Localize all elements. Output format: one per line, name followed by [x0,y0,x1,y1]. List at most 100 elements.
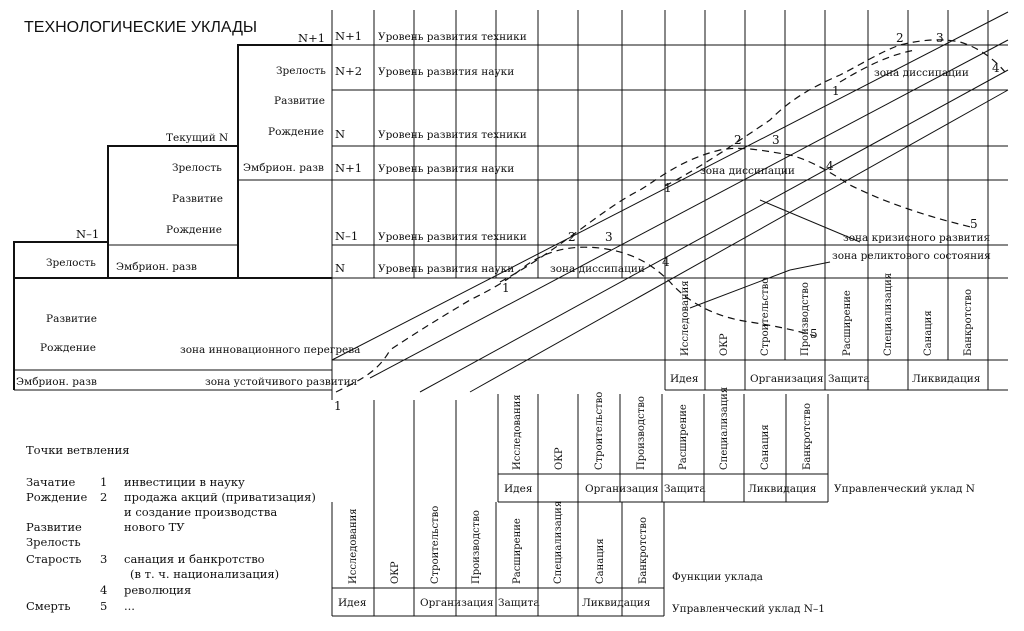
bot-func-bankrotstvo: Банкротство [638,517,649,584]
point-3-top: 3 [936,31,944,45]
zone-innovation: зона инновационного перегрева [180,344,360,356]
legend-row-0-num: 1 [100,475,107,489]
level-rows: N+1 Уровень развития техники N+2 Уровень… [335,29,527,275]
legend-row-1-stage: Рождение [26,490,87,504]
stair-n-minus-1-label: N–1 [76,227,99,241]
point-5-mid: 5 [970,217,978,231]
mid-func-specializaciya: Специализация [719,387,730,470]
upper-func-proizvodstvo: Производство [800,282,811,356]
bot-func-proizvodstvo: Производство [471,510,482,584]
zone-relict: зона реликтового состояния [832,250,991,262]
stage-mid-zrelost: Зрелость [172,162,222,174]
stage-mid-razvitie: Развитие [172,193,223,205]
legend-row-4-stage: Зрелость [26,535,81,549]
point-2-top: 2 [896,31,904,45]
bot-group-zashchita: Защита [498,597,540,609]
zone-dissipation-top: зона диссипации [874,67,969,79]
bot-func-sanaciya: Санация [595,538,606,584]
branch-points-legend: Точки ветвления Зачатие 1 инвестиции в н… [26,443,316,613]
legend-row-1-desc: продажа акций (приватизация) [124,490,316,504]
upper-func-rasshirenie: Расширение [842,290,853,356]
upper-group-ideya: Идея [670,373,699,385]
legend-row-8-num: 5 [100,599,107,613]
stair-inner-lines [14,179,332,391]
legend-row-8-stage: Смерть [26,599,71,613]
level-1-text: Уровень развития науки [378,66,514,78]
level-5-text: Уровень развития науки [378,263,514,275]
bot-func-stroitelstvo: Строительство [430,506,441,584]
level-4-text: Уровень развития техники [378,231,527,243]
middle-functions: Исследования ОКР Строительство Производс… [512,387,813,470]
bottom-table-grid [331,502,665,617]
mid-func-okr: ОКР [554,447,565,470]
point-3-mid: 3 [772,133,780,147]
level-3-code: N+1 [335,161,362,175]
stage-low-embrion: Эмбрион. разв [16,376,97,388]
middle-groups: Идея Организация Защита Ликвидация [504,483,817,495]
stage-top-rozhdenie: Рождение [268,126,324,138]
bot-func-specializaciya: Специализация [553,501,564,584]
point-3-lower: 3 [605,230,613,244]
point-1-origin: 1 [334,399,342,413]
diagram-title: ТЕХНОЛОГИЧЕСКИЕ УКЛАДЫ [24,19,257,36]
stage-mid-embrion: Эмбрион. разв [116,261,197,273]
point-4-top: 4 [992,61,1000,75]
legend-heading: Точки ветвления [26,443,130,457]
stair-n-plus-1-label: N+1 [298,31,325,45]
stage-top-zrelost: Зрелость [276,65,326,77]
legend-row-6-desc: (в т. ч. национализация) [130,567,279,581]
point-numbers: 1 2 3 4 5 1 2 3 4 5 1 2 3 4 1 [334,31,1000,413]
legend-row-1-num: 2 [100,490,107,504]
upper-func-sanaciya: Санация [923,310,934,356]
stair-n-outline [107,145,238,278]
point-1-top: 1 [832,84,840,98]
legend-row-7-num: 4 [100,583,107,597]
upper-groups: Идея Организация Защита Ликвидация [670,373,981,385]
bot-group-ideya: Идея [338,597,367,609]
legend-row-5-num: 3 [100,552,107,566]
point-4-mid: 4 [826,159,834,173]
legend-row-0-stage: Зачатие [26,475,76,489]
bot-group-likvidaciya: Ликвидация [582,597,651,609]
stage-low-zrelost: Зрелость [46,257,96,269]
stair-n-minus-1-outline [13,241,108,390]
legend-row-2-desc: и создание производства [124,505,277,519]
legend-row-5-desc: санация и банкротство [124,552,265,566]
stair-current-n-label: Текущий N [166,132,228,144]
level-0-code: N+1 [335,29,362,43]
mid-group-organizaciya: Организация [585,483,659,495]
mid-func-proizvodstvo: Производство [636,396,647,470]
uklad-n-label: Управленческий уклад N [834,483,975,495]
legend-row-7-desc: революция [124,583,191,597]
level-0-text: Уровень развития техники [378,31,527,43]
stage-low-razvitie: Развитие [46,313,97,325]
upper-group-organizaciya: Организация [750,373,824,385]
zone-lines [689,199,861,309]
point-1-mid: 1 [664,181,672,195]
upper-group-zashchita: Защита [828,373,870,385]
bottom-functions: Исследования ОКР Строительство Производс… [348,501,649,584]
stage-top-embrion: Эмбрион. разв [243,162,324,174]
level-2-code: N [335,127,345,141]
mid-func-stroitelstvo: Строительство [594,392,605,470]
staircase [13,44,332,390]
level-5-code: N [335,261,345,275]
mid-group-zashchita: Защита [664,483,706,495]
mid-func-sanaciya: Санация [760,424,771,470]
level-1-code: N+2 [335,64,362,78]
mid-func-bankrotstvo: Банкротство [802,403,813,470]
point-5-lower: 5 [810,327,818,341]
legend-row-3-stage: Развитие [26,520,82,534]
upper-func-bankrotstvo: Банкротство [963,289,974,356]
zone-stable: зона устойчивого развития [205,376,358,388]
level-3-text: Уровень развития науки [378,163,514,175]
bot-group-organizaciya: Организация [420,597,494,609]
bot-func-issledovaniya: Исследования [348,508,359,584]
mid-func-rasshirenie: Расширение [678,404,689,470]
zone-labels: зона диссипации зона диссипации зона дис… [180,67,991,388]
upper-func-okr: ОКР [719,333,730,356]
mid-group-ideya: Идея [504,483,533,495]
point-4-lower: 4 [662,255,670,269]
trend-lines [331,11,1009,393]
point-1-lower: 1 [502,281,510,295]
